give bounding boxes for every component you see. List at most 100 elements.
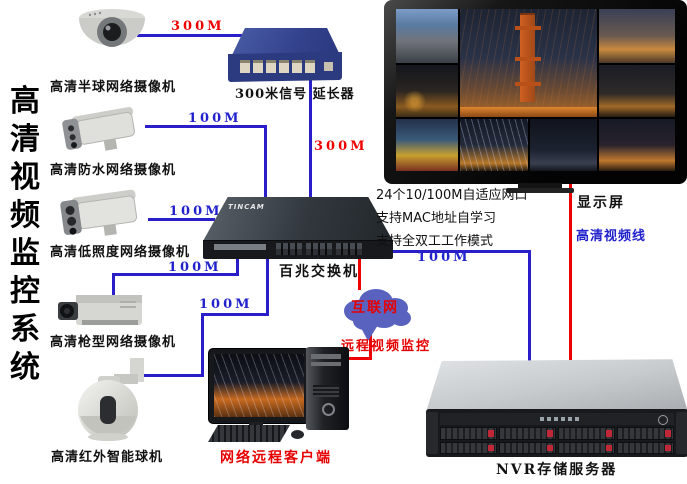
dome-camera-label: 高清半球网络摄像机 <box>50 80 177 95</box>
rj45-port <box>266 60 276 73</box>
switch-label: 百兆交换机 <box>279 264 359 280</box>
waterproof-camera-label: 高清防水网络摄像机 <box>50 163 177 178</box>
line-gun-switch-v2 <box>112 273 115 295</box>
display-wall-label: 显示屏 <box>577 195 625 211</box>
video-feed-tile <box>396 65 458 117</box>
mouse <box>291 430 304 439</box>
ptz-camera-icon <box>78 358 144 441</box>
link-label-100m-waterproof: 100M <box>188 111 242 126</box>
title-char: 监 <box>10 236 40 271</box>
link-label-100m-nvr: 100M <box>417 250 471 265</box>
line-ptz-switch-v1 <box>266 256 269 316</box>
waterproof-camera-icon <box>62 107 135 151</box>
line-gun-switch-v1 <box>236 257 239 276</box>
nvr-label: NVR存储服务器 <box>496 462 618 478</box>
video-feed-tile <box>460 119 528 171</box>
rj45-port <box>305 60 315 73</box>
switch-brand: TINCAM <box>228 203 265 211</box>
title-char: 系 <box>10 312 40 347</box>
line-switch-cloud <box>358 246 361 290</box>
video-feed-tile <box>599 65 675 117</box>
line-ptz-switch-h1 <box>201 313 269 316</box>
nvr-logo <box>658 415 668 425</box>
drive-bay <box>558 441 615 454</box>
drive-bay <box>499 441 556 454</box>
power-button <box>322 403 335 416</box>
client-monitor <box>209 349 309 423</box>
line-cloud-pc-h <box>345 357 372 360</box>
optical-drive <box>311 362 341 366</box>
optical-drive <box>311 354 341 359</box>
hd-video-cable-label: 高清视频线 <box>576 229 647 244</box>
switch-feature-3: 支持全双工工作模式 <box>376 234 494 249</box>
title-char: 视 <box>10 160 40 195</box>
ethernet-switch-image <box>203 197 393 241</box>
bridge-beam <box>514 56 541 61</box>
keyboard <box>208 425 290 442</box>
switch-label-strip <box>214 244 266 250</box>
video-feed-tile <box>396 119 458 171</box>
lowlight-camera-icon <box>60 189 138 236</box>
rj45-port <box>240 60 250 73</box>
signal-extender-label: 300米信号 延长器 <box>235 87 355 102</box>
title-char: 清 <box>10 122 40 157</box>
internet-cloud-label: 互联网 <box>351 300 399 316</box>
link-label-300m-mid: 300M <box>314 139 368 154</box>
dome-camera-icon <box>79 9 145 47</box>
switch-port-group <box>306 243 332 255</box>
display-wall-screen <box>396 9 675 171</box>
line-dome-extender <box>137 34 257 37</box>
uplink-port <box>324 62 333 71</box>
rj45-port <box>279 60 289 73</box>
tv-base <box>506 188 574 193</box>
link-label-100m-gun: 100M <box>168 260 222 275</box>
switch-port-group <box>276 243 302 255</box>
title-char: 控 <box>10 274 40 309</box>
lowlight-camera-label: 高清低照度网络摄像机 <box>50 245 191 260</box>
video-feed-tile <box>529 119 597 171</box>
rj45-port <box>253 60 263 73</box>
nvr-drive-bays <box>440 427 674 454</box>
video-feed-tile <box>599 9 675 63</box>
title-char: 频 <box>10 198 40 233</box>
rj45-port <box>292 60 302 73</box>
line-cloud-pc-v <box>369 329 372 359</box>
video-feed-tile-golden-gate <box>460 9 597 117</box>
client-monitor-screen <box>214 354 304 417</box>
link-label-100m-lowlight: 100M <box>169 204 223 219</box>
line-waterproof-switch-h <box>145 125 267 128</box>
gun-camera-icon <box>58 295 142 325</box>
gun-camera-label: 高清枪型网络摄像机 <box>50 335 177 350</box>
drive-bay <box>440 441 497 454</box>
client-pc-label: 网络远程客户端 <box>220 450 332 466</box>
rack-ear <box>676 412 687 454</box>
line-lowlight-switch <box>148 218 215 221</box>
pc-tower <box>306 347 349 430</box>
drive-bay <box>617 441 674 454</box>
tv-stand <box>518 183 562 189</box>
switch-feature-list: 24个10/100M自适应网口 支持MAC地址自学习 支持全双工工作模式 <box>376 184 528 253</box>
bridge-beam <box>514 82 541 87</box>
ptz-camera-label: 高清红外智能球机 <box>51 450 164 465</box>
rack-ear <box>426 412 438 454</box>
link-label-100m-ptz: 100M <box>199 297 253 312</box>
switch-feature-1: 24个10/100M自适应网口 <box>376 188 528 203</box>
nvr-led-panel <box>540 417 582 421</box>
line-switch-nvr-h <box>380 250 531 253</box>
switch-feature-2: 支持MAC地址自学习 <box>376 211 496 226</box>
bridge-beam <box>514 26 541 31</box>
nvr-server-top <box>426 359 687 412</box>
switch-port-group <box>336 243 362 255</box>
drive-bay <box>499 427 556 440</box>
system-title-vertical: 高 清 视 频 监 控 系 统 <box>5 84 45 388</box>
line-ptz-switch-v2 <box>201 313 204 377</box>
link-label-300m-top: 300M <box>171 19 225 34</box>
line-extender-switch <box>309 77 312 204</box>
video-feed-tile <box>599 119 675 171</box>
title-char: 高 <box>10 84 40 119</box>
line-ptz-switch-h2 <box>141 374 204 377</box>
line-switch-nvr-v <box>528 250 531 364</box>
drive-bay <box>440 427 497 440</box>
internet-cloud-icon <box>344 289 411 341</box>
line-waterproof-switch-v <box>264 125 267 207</box>
